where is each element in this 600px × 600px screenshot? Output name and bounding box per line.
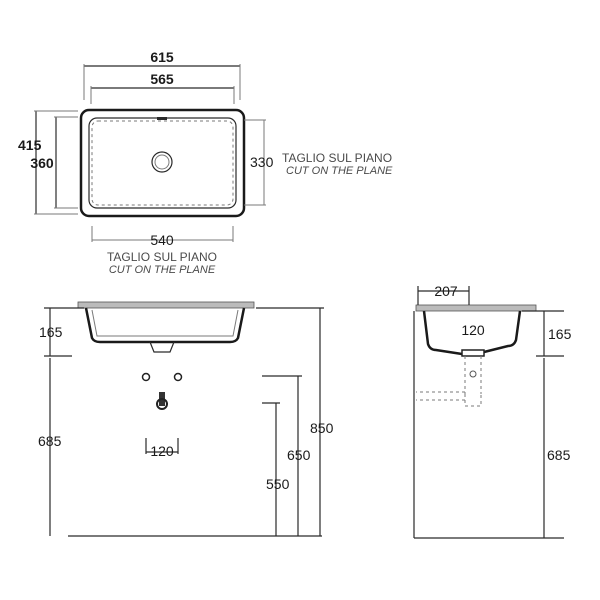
dim-165-side: 165 <box>522 310 572 357</box>
countertop-front <box>77 301 255 309</box>
drain-side <box>461 349 485 357</box>
dim-165-side-label: 165 <box>548 326 572 342</box>
dim-850-label: 850 <box>310 420 334 436</box>
basin-side-left <box>422 310 463 356</box>
dim-cut-width: 540 <box>91 226 234 248</box>
dim-floor-to-base-front: 685 <box>38 358 62 536</box>
drain-inner <box>154 154 170 170</box>
dim-inner-depth: 360 <box>30 116 78 209</box>
basin-front-inner <box>91 309 239 337</box>
bowl-height-label: 165 <box>39 324 63 340</box>
dim-207-label: 207 <box>434 283 458 299</box>
side-valve <box>469 370 477 378</box>
cut-label-it-bottom: TAGLIO SUL PIANO <box>107 250 217 264</box>
dim-overall-depth: 415 <box>18 110 78 215</box>
inner-width-label: 565 <box>150 71 174 87</box>
dim-650: 650 <box>262 375 311 536</box>
basin-front <box>84 307 246 344</box>
dim-inner-width: 565 <box>90 71 235 104</box>
drain-outer <box>151 151 173 173</box>
basin-side-right <box>483 310 522 354</box>
inner-depth-label: 360 <box>30 155 54 171</box>
front-view: 120 165 685 550 650 850 <box>38 301 334 537</box>
dim-120-side-label: 120 <box>461 322 485 338</box>
dim-650-label: 650 <box>287 447 311 463</box>
cutout-line <box>91 120 234 206</box>
dim-550-label: 550 <box>266 476 290 492</box>
dim-550: 550 <box>262 402 290 536</box>
cut-label-en-side: CUT ON THE PLANE <box>286 165 393 177</box>
dim-685-side: 685 <box>543 358 571 538</box>
side-view: 207 120 165 685 <box>413 283 572 539</box>
trap-dashed <box>416 356 482 407</box>
floor-to-base-label: 685 <box>38 433 62 449</box>
cut-label-it-side: TAGLIO SUL PIANO <box>282 151 392 165</box>
dim-685-side-label: 685 <box>547 447 571 463</box>
overall-depth-label: 415 <box>18 137 42 153</box>
trap-spacing-label: 120 <box>150 443 174 459</box>
basin-bowl <box>88 117 237 209</box>
overflow-slot <box>157 117 167 120</box>
cut-label-en-bottom: CUT ON THE PLANE <box>109 264 216 276</box>
dim-850: 850 <box>256 307 334 536</box>
dim-207: 207 <box>417 283 470 305</box>
dim-bowl-height-front: 165 <box>39 307 84 357</box>
dim-cut-depth: 330 <box>244 119 274 206</box>
dim-trap-spacing: 120 <box>145 438 179 459</box>
top-view: 615 565 415 360 <box>18 49 393 276</box>
valve-left <box>141 372 151 382</box>
drain-fitting <box>149 341 175 353</box>
cut-width-label: 540 <box>150 232 174 248</box>
cut-depth-label: 330 <box>250 154 274 170</box>
valve-right <box>173 372 183 382</box>
basin-outer-rim <box>79 108 246 218</box>
waste-outlet <box>156 398 168 410</box>
dim-overall-width: 615 <box>83 49 241 100</box>
overall-width-label: 615 <box>150 49 174 65</box>
countertop-side <box>415 304 537 312</box>
